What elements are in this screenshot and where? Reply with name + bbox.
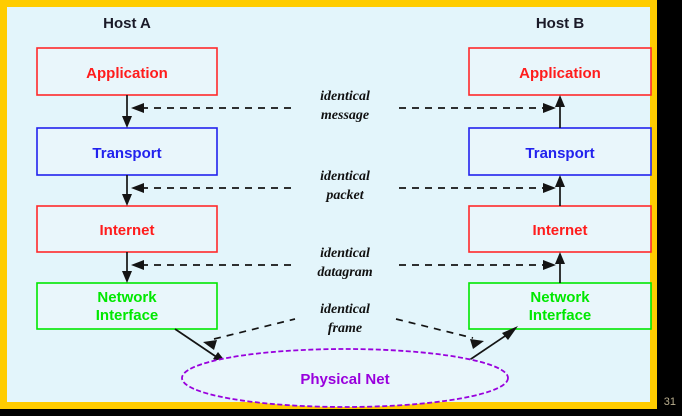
host-b-network-interface-label-line1: Network <box>530 289 590 306</box>
identical-message-link: identical message <box>131 89 556 123</box>
host-a-title: Host A <box>103 15 151 32</box>
identical-frame-line1: identical <box>320 302 370 317</box>
host-a-connector-app-transport <box>122 95 132 128</box>
identical-frame-line2: frame <box>328 321 362 336</box>
protocol-stack-diagram: Host A Host B Application Transport Inte… <box>36 15 652 408</box>
host-b-connector-netif-internet <box>555 252 565 283</box>
host-a-application-label: Application <box>86 65 168 82</box>
host-b-title: Host B <box>536 15 585 32</box>
host-a-transport-box[interactable] <box>36 127 218 176</box>
identical-frame-link: identical frame <box>203 302 484 350</box>
host-a-connector-internet-netif <box>122 252 132 283</box>
host-b-network-interface-label-line2: Interface <box>529 307 592 324</box>
host-b-transport-label: Transport <box>525 145 594 162</box>
identical-packet-line1: identical <box>320 169 370 184</box>
physical-net-label: Physical Net <box>300 371 389 388</box>
identical-datagram-line1: identical <box>320 246 370 261</box>
host-a-application-box[interactable] <box>36 47 218 96</box>
host-a-internet-label: Internet <box>99 222 154 239</box>
identical-message-line2: message <box>321 108 369 123</box>
host-a-transport-label: Transport <box>92 145 161 162</box>
identical-packet-line2: packet <box>325 188 364 203</box>
identical-datagram-line2-value: datagram <box>317 265 372 280</box>
host-b-network-interface-box[interactable] <box>468 282 652 330</box>
identical-datagram-link: identical datagram <box>131 246 556 280</box>
identical-packet-link: identical packet <box>131 169 556 203</box>
host-a-network-interface-label-line1: Network <box>97 289 157 306</box>
host-a-connector-transport-internet <box>122 175 132 206</box>
physical-net-to-host-b-netif-arrow <box>464 326 518 364</box>
host-b-transport-box[interactable] <box>468 127 652 176</box>
host-b-connector-internet-transport <box>555 175 565 206</box>
host-a-network-interface-label-line2: Interface <box>96 307 159 324</box>
identical-message-line1: identical <box>320 89 370 104</box>
page-number: 31 <box>663 396 676 408</box>
slide-frame: Host A Host B Application Transport Inte… <box>0 0 657 409</box>
host-b-application-label: Application <box>519 65 601 82</box>
host-b-internet-label: Internet <box>532 222 587 239</box>
host-a-network-interface-box[interactable] <box>36 282 218 330</box>
host-b-connector-transport-app <box>555 95 565 128</box>
physical-net-ellipse[interactable] <box>181 348 509 408</box>
